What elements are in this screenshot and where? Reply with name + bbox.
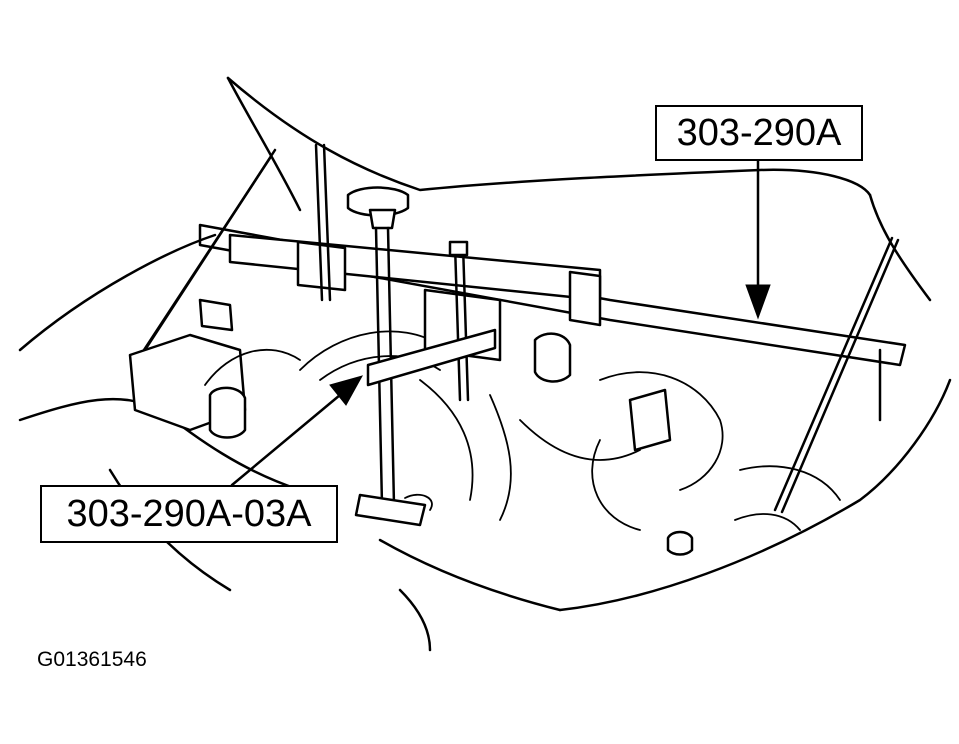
callout-label-main-tool: 303-290A xyxy=(655,105,863,161)
engine-components xyxy=(128,298,841,556)
tool-303-290a-03a xyxy=(346,186,497,527)
callout-label-sub-tool: 303-290A-03A xyxy=(40,485,338,543)
hood-prop-rods xyxy=(138,148,900,514)
leader-arrow-main xyxy=(745,158,771,320)
leader-arrow-sub xyxy=(230,375,364,487)
figure-id: G01361546 xyxy=(37,648,147,671)
support-rail xyxy=(198,223,907,422)
tool-303-290a xyxy=(228,143,602,402)
